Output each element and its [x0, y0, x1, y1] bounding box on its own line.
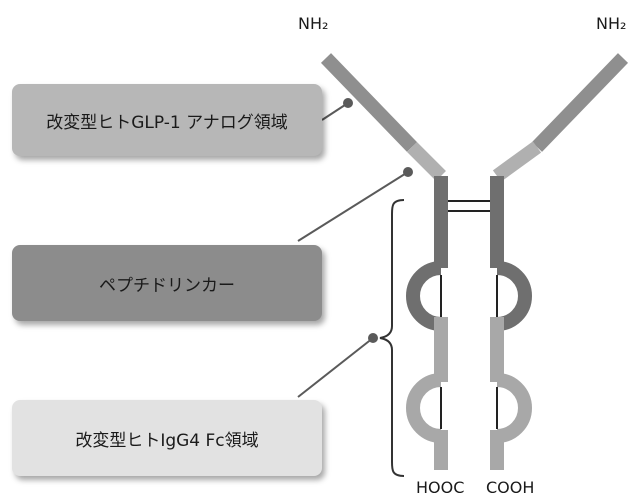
- n-terminus-left: NH₂: [298, 14, 329, 33]
- left-fc-domain-upper: [406, 261, 442, 331]
- right-glp1-arm: [531, 53, 629, 152]
- peptide-linker-text: ペプチドリンカー: [99, 275, 235, 296]
- right-linker-segment: [492, 141, 542, 182]
- c-terminus-left: HOOC: [416, 478, 465, 497]
- n-terminus-right: NH₂: [596, 14, 627, 33]
- glp1-analog-region-label: 改変型ヒトGLP-1 アナログ領域: [12, 84, 322, 156]
- linker-connector-dot: [403, 167, 413, 177]
- glp1-connector-dot: [343, 98, 353, 108]
- igg4-fc-region-text: 改変型ヒトIgG4 Fc領域: [75, 430, 259, 451]
- right-fc-domain-lower: [496, 373, 532, 443]
- right-chain: [490, 53, 629, 470]
- disulfide-bonds: [440, 200, 498, 429]
- left-glp1-arm: [320, 53, 418, 152]
- right-fc-domain-upper: [496, 261, 532, 331]
- igg4-fc-region-label: 改変型ヒトIgG4 Fc領域: [12, 400, 322, 476]
- left-linker-segment: [407, 142, 446, 181]
- c-terminus-right: COOH: [486, 478, 535, 497]
- left-chain: [320, 53, 448, 470]
- glp1-analog-region-text: 改変型ヒトGLP-1 アナログ領域: [46, 112, 288, 133]
- linker-connector-line: [297, 171, 409, 242]
- glp1-connector-line: [321, 102, 349, 121]
- peptide-linker-label: ペプチドリンカー: [12, 245, 322, 321]
- fc-region-brace: [379, 199, 405, 477]
- fc-connector-dot: [368, 333, 378, 343]
- left-fc-domain-lower: [406, 373, 442, 443]
- fc-connector-line: [297, 337, 374, 398]
